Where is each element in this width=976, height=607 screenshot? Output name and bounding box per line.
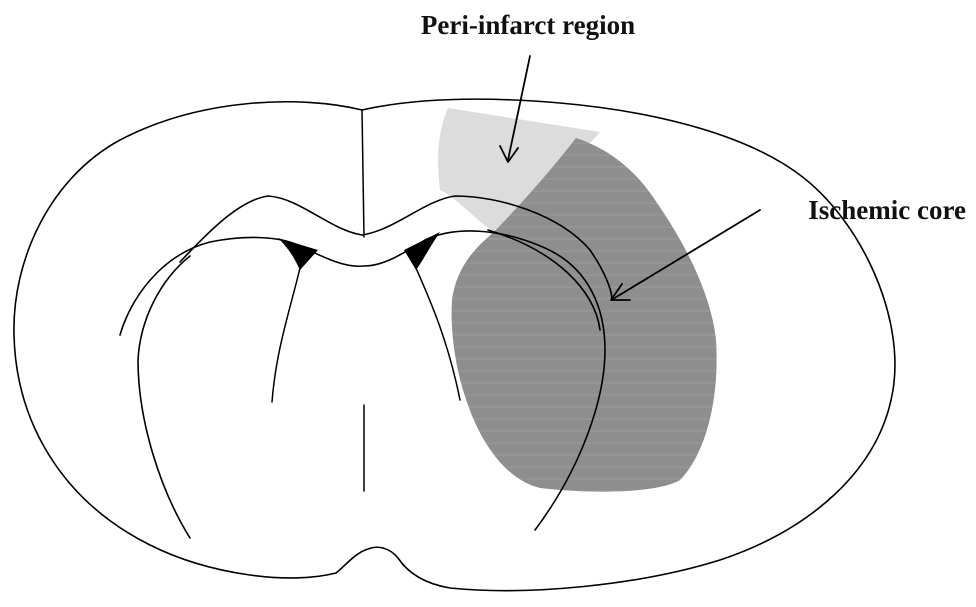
- ischemic-core-label: Ischemic core: [808, 195, 966, 225]
- left-ventricle: [278, 238, 318, 270]
- right-ventricle: [404, 232, 440, 270]
- left-lateral-line: [272, 268, 300, 402]
- peri-infarct-label: Peri-infarct region: [421, 10, 635, 40]
- left-external-capsule: [138, 256, 190, 538]
- midline-upper: [362, 110, 364, 237]
